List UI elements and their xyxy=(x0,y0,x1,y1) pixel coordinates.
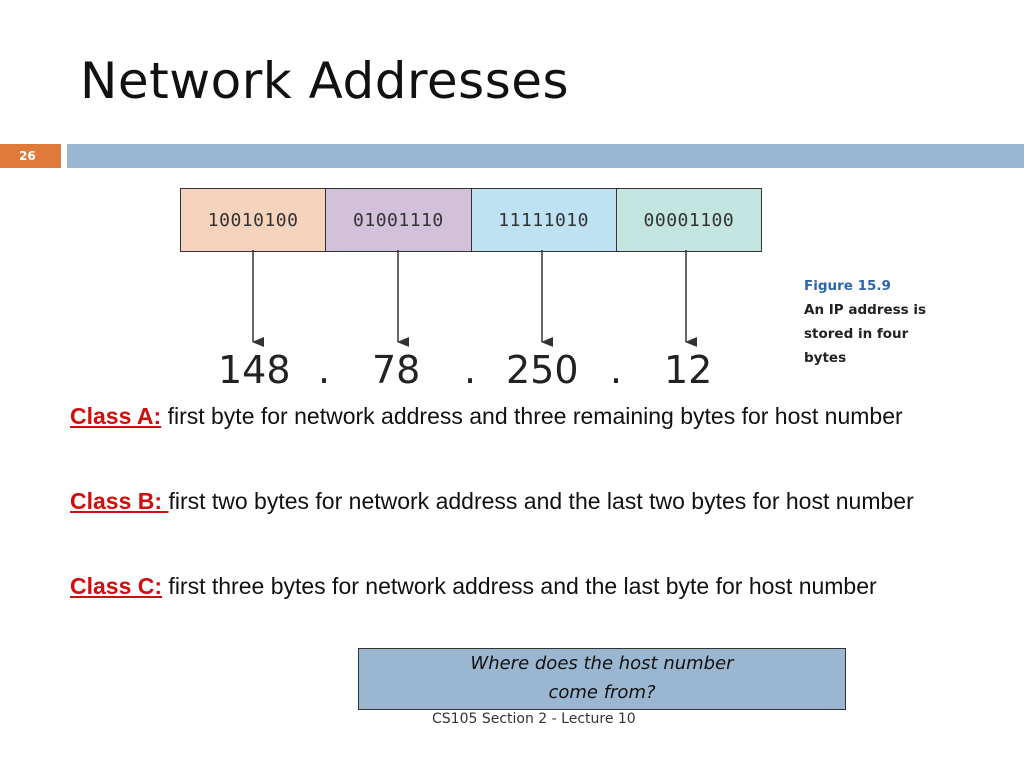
byte-box-2: 01001110 xyxy=(326,189,472,251)
byte-binary-4: 00001100 xyxy=(643,209,735,231)
class-a-paragraph: Class A: first byte for network address … xyxy=(70,399,950,433)
decimal-address: 148 . 78 . 250 . 12 xyxy=(218,348,738,394)
dot-separator-3: . xyxy=(610,348,623,392)
slide-title: Network Addresses xyxy=(80,52,570,110)
class-a-label: Class A: xyxy=(70,403,162,429)
decimal-byte-3: 250 xyxy=(506,348,579,392)
figure-caption-text: An IP address is stored in four bytes xyxy=(804,302,927,366)
byte-box-1: 10010100 xyxy=(181,189,327,251)
class-c-paragraph: Class C: first three bytes for network a… xyxy=(70,569,950,603)
byte-binary-3: 11111010 xyxy=(498,209,589,231)
class-a-text: first byte for network address and three… xyxy=(161,403,903,429)
dot-separator-1: . xyxy=(318,348,331,392)
byte-binary-1: 10010100 xyxy=(207,209,299,231)
slide-footer: CS105 Section 2 - Lecture 10 xyxy=(432,711,636,727)
slide-number: 26 xyxy=(19,149,36,163)
question-callout: Where does the host number come from? xyxy=(358,648,846,710)
decimal-byte-1: 148 xyxy=(218,348,291,392)
figure-caption: Figure 15.9 An IP address is stored in f… xyxy=(804,274,954,370)
byte-arrows xyxy=(252,250,697,347)
header-divider-bar xyxy=(67,144,1024,168)
class-c-text: first three bytes for network address an… xyxy=(162,573,877,599)
decimal-byte-2: 78 xyxy=(372,348,421,392)
class-b-paragraph: Class B: first two bytes for network add… xyxy=(70,484,950,518)
byte-binary-2: 01001110 xyxy=(353,209,444,231)
question-line-2: come from? xyxy=(548,682,656,703)
ip-bytes-diagram: 10010100 01001110 11111010 00001100 xyxy=(180,188,762,252)
byte-box-3: 11111010 xyxy=(471,189,617,251)
class-b-label: Class B: xyxy=(70,488,169,514)
figure-label: Figure 15.9 xyxy=(804,278,891,294)
question-line-1: Where does the host number xyxy=(470,653,734,674)
slide-number-badge: 26 xyxy=(0,144,61,168)
decimal-byte-4: 12 xyxy=(664,348,713,392)
class-b-text: first two bytes for network address and … xyxy=(168,488,914,514)
dot-separator-2: . xyxy=(464,348,477,392)
class-c-label: Class C: xyxy=(70,573,163,599)
byte-box-4: 00001100 xyxy=(616,189,761,251)
